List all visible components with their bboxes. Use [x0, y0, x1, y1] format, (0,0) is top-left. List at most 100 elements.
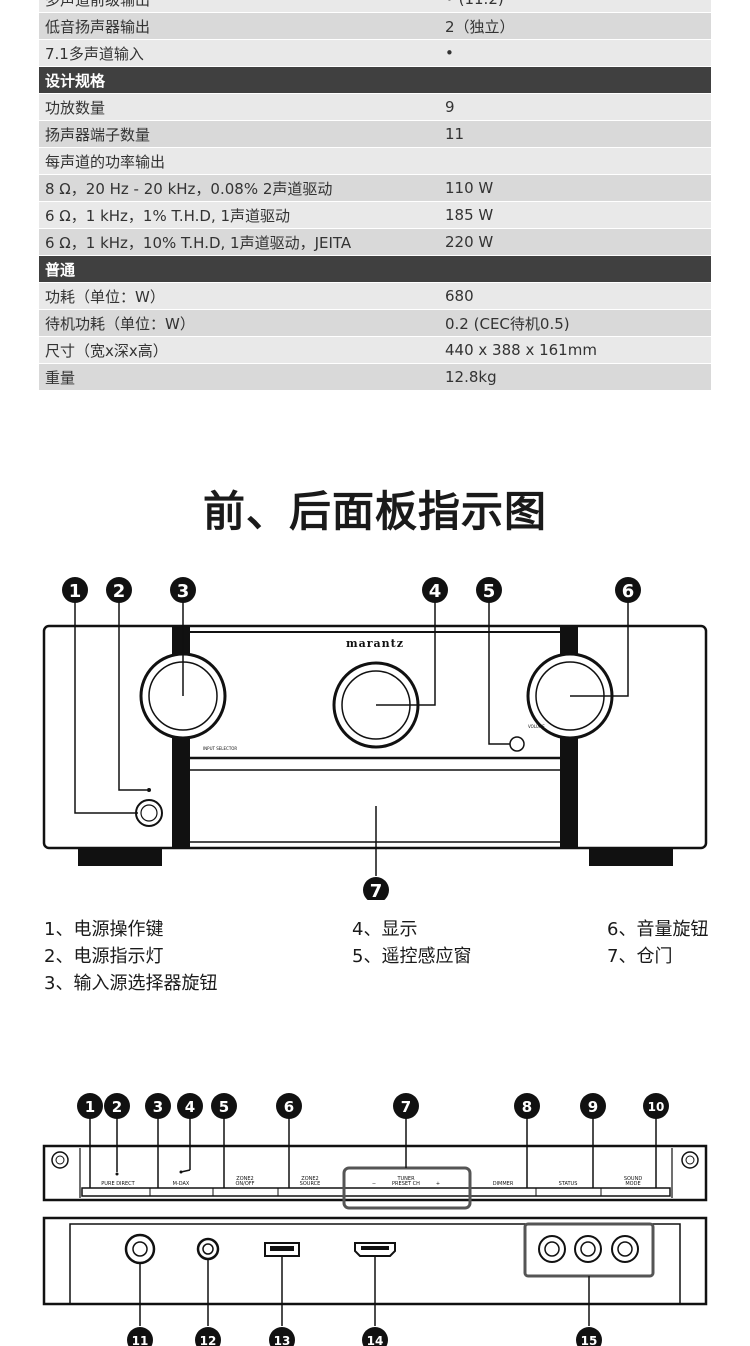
spec-value: 9 [445, 98, 455, 116]
svg-text:SOURCE: SOURCE [300, 1181, 321, 1187]
svg-text:5: 5 [219, 1098, 229, 1116]
spec-row: 低音扬声器输出 2（独立） [39, 13, 711, 40]
spec-row: 重量 12.8kg [39, 364, 711, 391]
spec-label: 设计规格 [45, 71, 106, 90]
legend-item: 3、输入源选择器旋钮 [44, 973, 218, 994]
spec-label: 多声道前级输出 [39, 0, 445, 10]
svg-text:5: 5 [483, 581, 496, 602]
svg-text:7: 7 [401, 1098, 411, 1116]
spec-label: 尺寸（宽x深x高） [45, 341, 168, 360]
svg-text:3: 3 [153, 1098, 163, 1116]
spec-label: 功放数量 [45, 98, 106, 117]
spec-row: 7.1多声道输入 • [39, 40, 711, 67]
spec-label: 低音扬声器输出 [45, 17, 151, 36]
spec-table: 多声道前级输出• (11.2) 低音扬声器输出 2（独立） 7.1多声道输入 • 设计规格… [39, 0, 711, 391]
front-badges: 1 2 3 4 5 6 7 [62, 577, 641, 900]
svg-text:2: 2 [112, 1098, 122, 1116]
spec-label: 扬声器端子数量 [45, 125, 151, 144]
front-left-foot [78, 846, 162, 866]
svg-text:4: 4 [429, 581, 442, 602]
svg-text:12: 12 [200, 1334, 217, 1346]
legend-item: 2、电源指示灯 [44, 946, 164, 967]
power-indicator [147, 788, 151, 792]
section-title: 前、后面板指示图 [202, 487, 547, 536]
svg-text:11: 11 [132, 1334, 149, 1346]
volume-label: VOLUME [528, 724, 545, 729]
detail-panel-diagram: PURE DIRECT M-DAX ZONE2 ON/OFF ZONE2 SOU… [42, 1093, 708, 1346]
spec-label: 普通 [45, 260, 76, 279]
svg-text:9: 9 [588, 1098, 598, 1116]
svg-text:1: 1 [69, 581, 82, 602]
svg-text:1: 1 [85, 1098, 95, 1116]
svg-text:2: 2 [113, 581, 126, 602]
headphone-jack [124, 1233, 156, 1265]
spec-row: 功耗（单位：W） 680 [39, 283, 711, 310]
svg-text:−: − [372, 1181, 376, 1187]
spec-value: • [445, 44, 454, 62]
spec-value: 680 [445, 287, 474, 305]
legend-column-2: 4、显示 5、遥控感应窗 [352, 916, 471, 970]
legend-item: 5、遥控感应窗 [352, 946, 472, 967]
remote-sensor [509, 736, 525, 752]
brand-logo: marantz [346, 637, 404, 650]
legend-item: 6、音量旋钮 [607, 919, 709, 940]
svg-text:PRESET CH: PRESET CH [392, 1181, 420, 1187]
power-button [135, 799, 163, 827]
svg-text:+: + [436, 1181, 440, 1187]
spec-value: 2（独立） [445, 17, 515, 36]
legend-column-1: 1、电源操作键 2、电源指示灯 3、输入源选择器旋钮 [44, 916, 217, 997]
tuner-highlight [342, 1166, 472, 1210]
svg-text:ON/OFF: ON/OFF [235, 1181, 254, 1187]
legend-item: 7、仓门 [607, 946, 673, 967]
svg-text:7: 7 [370, 881, 383, 900]
spec-value: 12.8kg [445, 368, 497, 386]
legend-item: 4、显示 [352, 919, 418, 940]
svg-text:4: 4 [185, 1098, 195, 1116]
front-right-foot [589, 846, 673, 866]
spec-label: 重量 [45, 368, 76, 387]
svg-text:TUNER: TUNER [396, 1176, 415, 1182]
svg-text:15: 15 [581, 1334, 598, 1346]
spec-row: 每声道的功率输出 [39, 148, 711, 175]
spec-value: 0.2 (CEC待机0.5) [445, 314, 570, 333]
spec-label: 功耗（单位：W） [45, 287, 165, 306]
front-panel-diagram: marantz INPUT SELECTOR VOLUME 1 2 3 4 5 … [42, 577, 708, 900]
svg-text:6: 6 [622, 581, 635, 602]
svg-text:MODE: MODE [625, 1181, 640, 1187]
svg-text:DIMMER: DIMMER [493, 1181, 514, 1187]
svg-text:SOUND: SOUND [624, 1176, 643, 1182]
spec-label: 8 Ω，20 Hz - 20 kHz，0.08% 2声道驱动 [45, 179, 333, 198]
spec-section-header: 普通 [39, 256, 711, 283]
spec-section-header: 设计规格 [39, 67, 711, 94]
svg-text:STATUS: STATUS [559, 1181, 578, 1187]
rear-badges: 1 2 3 4 5 6 7 8 9 10 11 12 13 14 15 [77, 1093, 669, 1346]
svg-text:ZONE2: ZONE2 [236, 1176, 253, 1182]
spec-value: 110 W [445, 179, 494, 197]
svg-text:6: 6 [284, 1098, 294, 1116]
spec-label: 6 Ω，1 kHz，1% T.H.D, 1声道驱动 [45, 206, 291, 225]
svg-text:10: 10 [648, 1100, 665, 1114]
svg-text:14: 14 [367, 1334, 384, 1346]
spec-value: 185 W [445, 206, 494, 224]
spec-row: 尺寸（宽x深x高） 440 x 388 x 161mm [39, 337, 711, 364]
spec-row: 6 Ω，1 kHz，1% T.H.D, 1声道驱动 185 W [39, 202, 711, 229]
svg-text:M-DAX: M-DAX [173, 1181, 190, 1187]
svg-text:PURE DIRECT: PURE DIRECT [101, 1181, 135, 1187]
spec-row: 待机功耗（单位：W） 0.2 (CEC待机0.5) [39, 310, 711, 337]
spec-value: 220 W [445, 233, 494, 251]
spec-value: 440 x 388 x 161mm [445, 341, 597, 359]
spec-label: 7.1多声道输入 [45, 44, 144, 63]
svg-text:13: 13 [274, 1334, 291, 1346]
svg-text:3: 3 [177, 581, 190, 602]
spec-row: 功放数量 9 [39, 94, 711, 121]
mic-jack [196, 1237, 220, 1261]
spec-label: 6 Ω，1 kHz，10% T.H.D, 1声道驱动，JEITA [45, 233, 352, 252]
legend-item: 1、电源操作键 [44, 919, 164, 940]
spec-value: • (11.2) [445, 0, 711, 8]
spec-label: 待机功耗（单位：W） [45, 314, 195, 333]
input-selector-label: INPUT SELECTOR [203, 746, 237, 751]
spec-row: 6 Ω，1 kHz，10% T.H.D, 1声道驱动，JEITA 220 W [39, 229, 711, 256]
legend-column-3: 6、音量旋钮 7、仓门 [607, 916, 708, 970]
svg-text:ZONE2: ZONE2 [301, 1176, 318, 1182]
